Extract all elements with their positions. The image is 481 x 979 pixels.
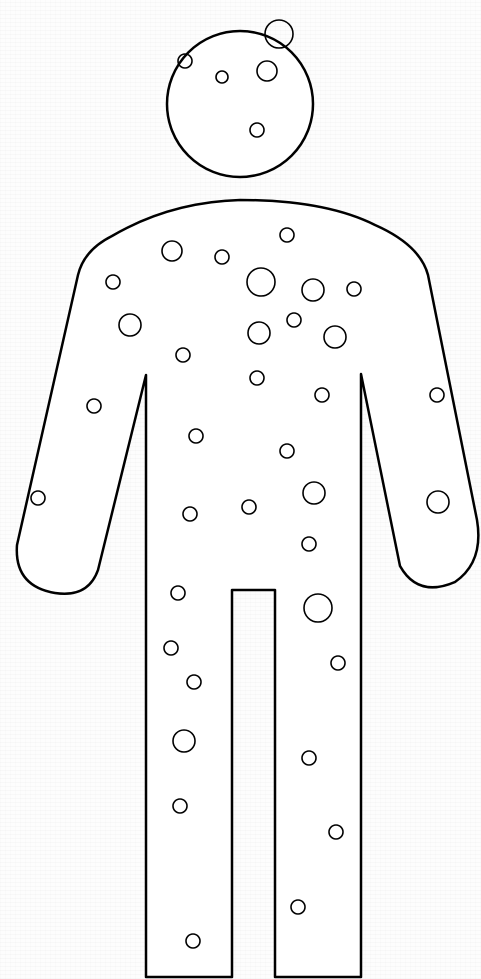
head-outline: [167, 31, 313, 177]
body-outline: [17, 200, 479, 977]
